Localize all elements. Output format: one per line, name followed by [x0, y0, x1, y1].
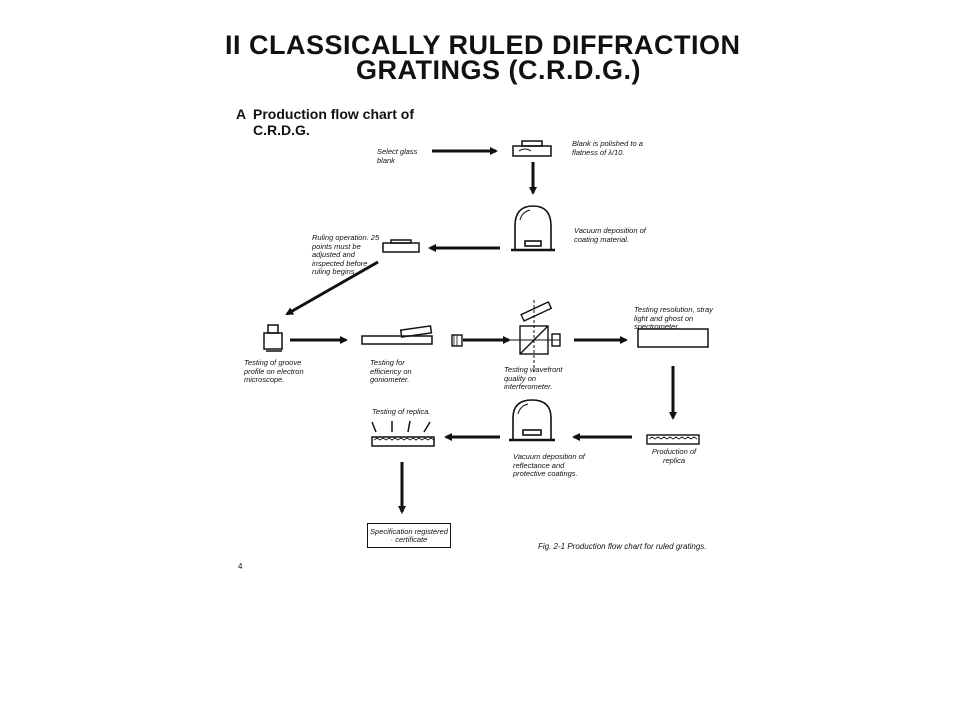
step-replica-production-label: Production of replica: [651, 447, 697, 465]
step-resolution-test-label: Testing resolution, stray light and ghos…: [634, 305, 713, 331]
step-replica-test-label: Testing of replica.: [372, 407, 431, 416]
vacuum-chamber-icon: [511, 205, 555, 252]
step-polish-label: Blank is polished to a flatness of λ/10.: [572, 139, 643, 157]
specification-box: Specification registered · certificate: [367, 523, 451, 548]
section-letter: A: [236, 106, 247, 122]
step-select-blank-label: Select glass blank: [377, 147, 418, 165]
specification-label: Specification registered · certificate: [370, 526, 448, 544]
vacuum-chamber-2-icon: [509, 399, 555, 442]
replica-test-icon: [371, 420, 435, 447]
step-ruling-label: Ruling operation. 25 points must be adju…: [312, 233, 380, 276]
step-efficiency-test-label: Testing for efficiency on goniometer.: [370, 358, 412, 384]
step-vacuum-reflectance-label: Vacuum deposition of reflectance and pro…: [513, 452, 585, 478]
spectrometer-icon: [637, 328, 709, 348]
figure-caption: Fig. 2-1 Production flow chart for ruled…: [538, 542, 707, 551]
electron-microscope-icon: [263, 324, 283, 352]
arrow-ruling-to-groove: [285, 260, 379, 316]
step-wavefront-test-label: Testing wavefront quality on interferome…: [504, 365, 563, 391]
ruling-blank-icon: [382, 239, 420, 253]
section-title: Production flow chart of C.R.D.G.: [253, 106, 414, 138]
page-number: 4: [238, 562, 243, 571]
step-vacuum-coating-label: Vacuum deposition of coating material.: [574, 226, 646, 244]
goniometer-icon: [361, 325, 433, 345]
polished-blank-icon: [512, 140, 552, 157]
page-title-line2: GRATINGS (C.R.D.G.): [356, 55, 641, 85]
replica-icon: [646, 434, 700, 445]
page-title-line1: II CLASSICALLY RULED DIFFRACTION: [225, 30, 741, 60]
interferometer-icon: [451, 300, 561, 372]
step-groove-test-label: Testing of groove profile on electron mi…: [244, 358, 304, 384]
